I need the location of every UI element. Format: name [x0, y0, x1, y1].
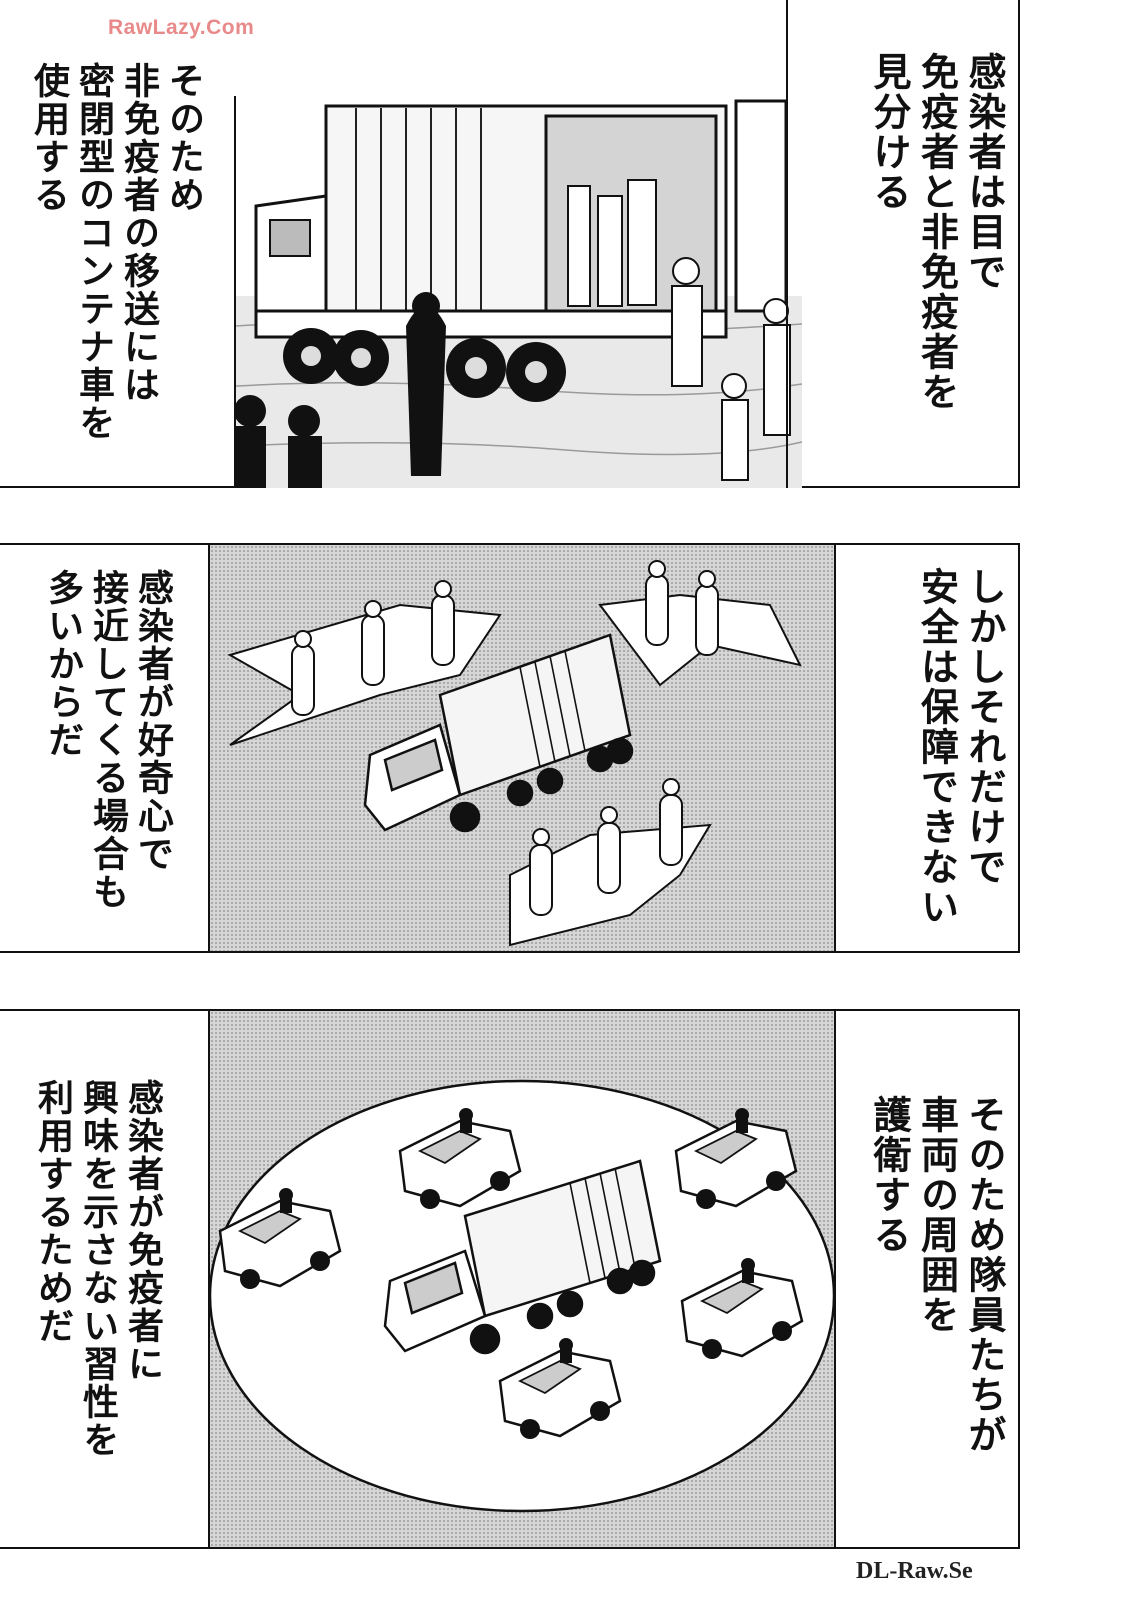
- caption-line: 接近してくる場合も: [87, 569, 128, 911]
- caption-line: 感染者が免疫者に: [122, 1079, 163, 1383]
- caption-line: 興味を示さない習性を: [77, 1079, 118, 1459]
- truck-illustration: [236, 96, 802, 488]
- caption-line: 非免疫者の移送には: [118, 62, 159, 404]
- panel-row-1: 感染者は目で 免疫者と非免疫者を 見分ける そのため 非免疫者の移送には 密閉型…: [0, 0, 1125, 488]
- watermark-bottom: DL-Raw.Se: [856, 1558, 973, 1584]
- caption-line: 感染者が好奇心で: [132, 569, 173, 873]
- caption-line: そのため隊員たちが: [962, 1095, 1006, 1455]
- panel-border: [234, 96, 236, 488]
- panel-border: [0, 1547, 1020, 1549]
- escort-vehicles-illustration: [210, 1011, 834, 1547]
- caption-line: そのため: [163, 62, 204, 214]
- panel-border: [208, 543, 210, 953]
- caption-line: 安全は保障できない: [914, 567, 959, 927]
- panel-border: [0, 951, 1020, 953]
- panel-row-2: しかしそれだけで 安全は保障できない 感染者が好奇心で 接近してくる場合も 多い…: [0, 543, 1125, 953]
- panel-border: [0, 543, 1020, 545]
- caption-left-panel-3: 感染者が免疫者に 興味を示さない習性を 利用するためだ: [30, 1079, 165, 1459]
- caption-line: 感染者は目で: [962, 52, 1006, 292]
- caption-line: しかしそれだけで: [962, 567, 1006, 887]
- panel-border: [1018, 543, 1020, 953]
- caption-line: 免疫者と非免疫者を: [914, 52, 959, 412]
- panel-border: [1018, 0, 1020, 488]
- panel-border: [786, 0, 788, 488]
- panel-border: [208, 1009, 210, 1549]
- caption-line: 使用する: [28, 62, 69, 214]
- caption-line: 護衛する: [867, 1095, 911, 1255]
- caption-left-panel-1: そのため 非免疫者の移送には 密閉型のコンテナ車を 使用する: [26, 62, 206, 442]
- caption-right-panel-2: しかしそれだけで 安全は保障できない: [912, 567, 1007, 927]
- panel-border: [834, 543, 836, 953]
- panel-border: [0, 1009, 1020, 1011]
- caption-right-panel-3: そのため隊員たちが 車両の周囲を 護衛する: [865, 1095, 1008, 1455]
- panel-border: [1018, 1009, 1020, 1549]
- watermark-top: RawLazy.Com: [108, 16, 255, 39]
- panel-border: [834, 1009, 836, 1549]
- caption-right-panel-1: 感染者は目で 免疫者と非免疫者を 見分ける: [865, 52, 1008, 412]
- caption-line: 見分ける: [867, 52, 911, 212]
- caption-line: 密閉型のコンテナ車を: [73, 62, 114, 442]
- truck-surrounded-illustration: [210, 545, 834, 951]
- caption-line: 車両の周囲を: [914, 1095, 959, 1335]
- caption-line: 多いからだ: [42, 569, 83, 759]
- panel-row-3: そのため隊員たちが 車両の周囲を 護衛する 感染者が免疫者に 興味を示さない習性…: [0, 1009, 1125, 1549]
- caption-line: 利用するためだ: [32, 1079, 73, 1345]
- caption-left-panel-2: 感染者が好奇心で 接近してくる場合も 多いからだ: [40, 569, 175, 911]
